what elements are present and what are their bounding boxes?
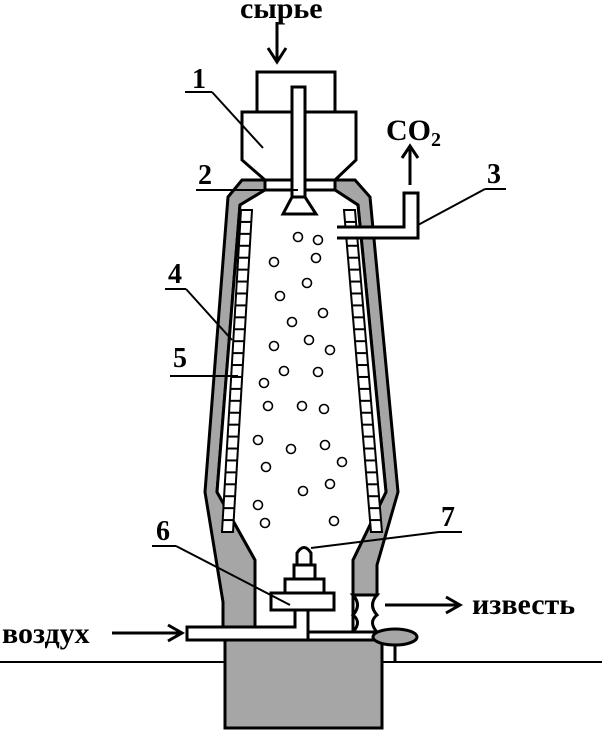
callout-1: 1 (185, 64, 264, 149)
product-label: известь (472, 588, 575, 621)
charge-particle (292, 231, 304, 243)
charge-particle (278, 365, 290, 377)
feed-label: сырье (240, 0, 323, 25)
charge-particle (310, 252, 322, 264)
charge-particle (317, 307, 329, 319)
callout-1-number: 1 (192, 64, 206, 95)
air-arrow-head (167, 623, 186, 643)
charge-particle (312, 366, 324, 378)
charge-particle (324, 344, 336, 356)
gas-outlet-pipe (337, 191, 420, 240)
charge-particle (297, 485, 309, 497)
callout-5: 5 (170, 343, 238, 377)
charge-particle (286, 316, 298, 328)
charge-particle (336, 456, 348, 468)
burner-base (269, 591, 336, 612)
burner-tier-1 (292, 563, 317, 581)
charge-particle (258, 377, 270, 389)
discharge-gate (349, 593, 381, 634)
air-pipe (185, 608, 310, 642)
callout-4: 4 (165, 259, 233, 341)
feed-pipe (290, 85, 307, 199)
charge-particle (319, 439, 331, 451)
gas-arrow-head (400, 143, 420, 159)
callout-2-number: 2 (198, 160, 212, 191)
charge-particle (301, 277, 313, 289)
charge-particle (312, 234, 324, 246)
callout-6: 6 (152, 516, 291, 606)
discharge-chute (371, 627, 419, 647)
charge-particle (252, 434, 264, 446)
gas-label: CO2 (386, 114, 441, 151)
refractory-lining-left (220, 209, 254, 533)
callout-2: 2 (196, 160, 298, 191)
charge-particle (268, 340, 280, 352)
feed-arrow-head (266, 47, 288, 65)
callout-6-number: 6 (156, 516, 170, 547)
charge-particle (324, 478, 336, 490)
charge-particle (274, 290, 286, 302)
air-label: воздух (2, 617, 90, 650)
callout-4-number: 4 (168, 259, 182, 290)
burner-tier-2 (283, 577, 326, 595)
charge-particle (259, 517, 271, 529)
charge-particle (296, 400, 308, 412)
charge-particles (252, 231, 348, 529)
product-arrow-head (445, 595, 464, 615)
callout-3: 3 (417, 159, 506, 226)
foundation-block (223, 638, 384, 730)
callout-7-number: 7 (441, 502, 455, 533)
callout-7: 7 (310, 502, 462, 549)
charge-particle (328, 515, 340, 527)
charge-particle (260, 461, 272, 473)
callout-3-number: 3 (487, 159, 501, 190)
charge-particle (262, 400, 274, 412)
callout-5-number: 5 (173, 343, 187, 374)
charge-particle (252, 499, 264, 511)
charge-particle (318, 403, 330, 415)
charge-particle (303, 334, 315, 346)
distributor-cone (280, 195, 319, 216)
charge-particle (268, 256, 280, 268)
charge-particle (285, 443, 297, 455)
